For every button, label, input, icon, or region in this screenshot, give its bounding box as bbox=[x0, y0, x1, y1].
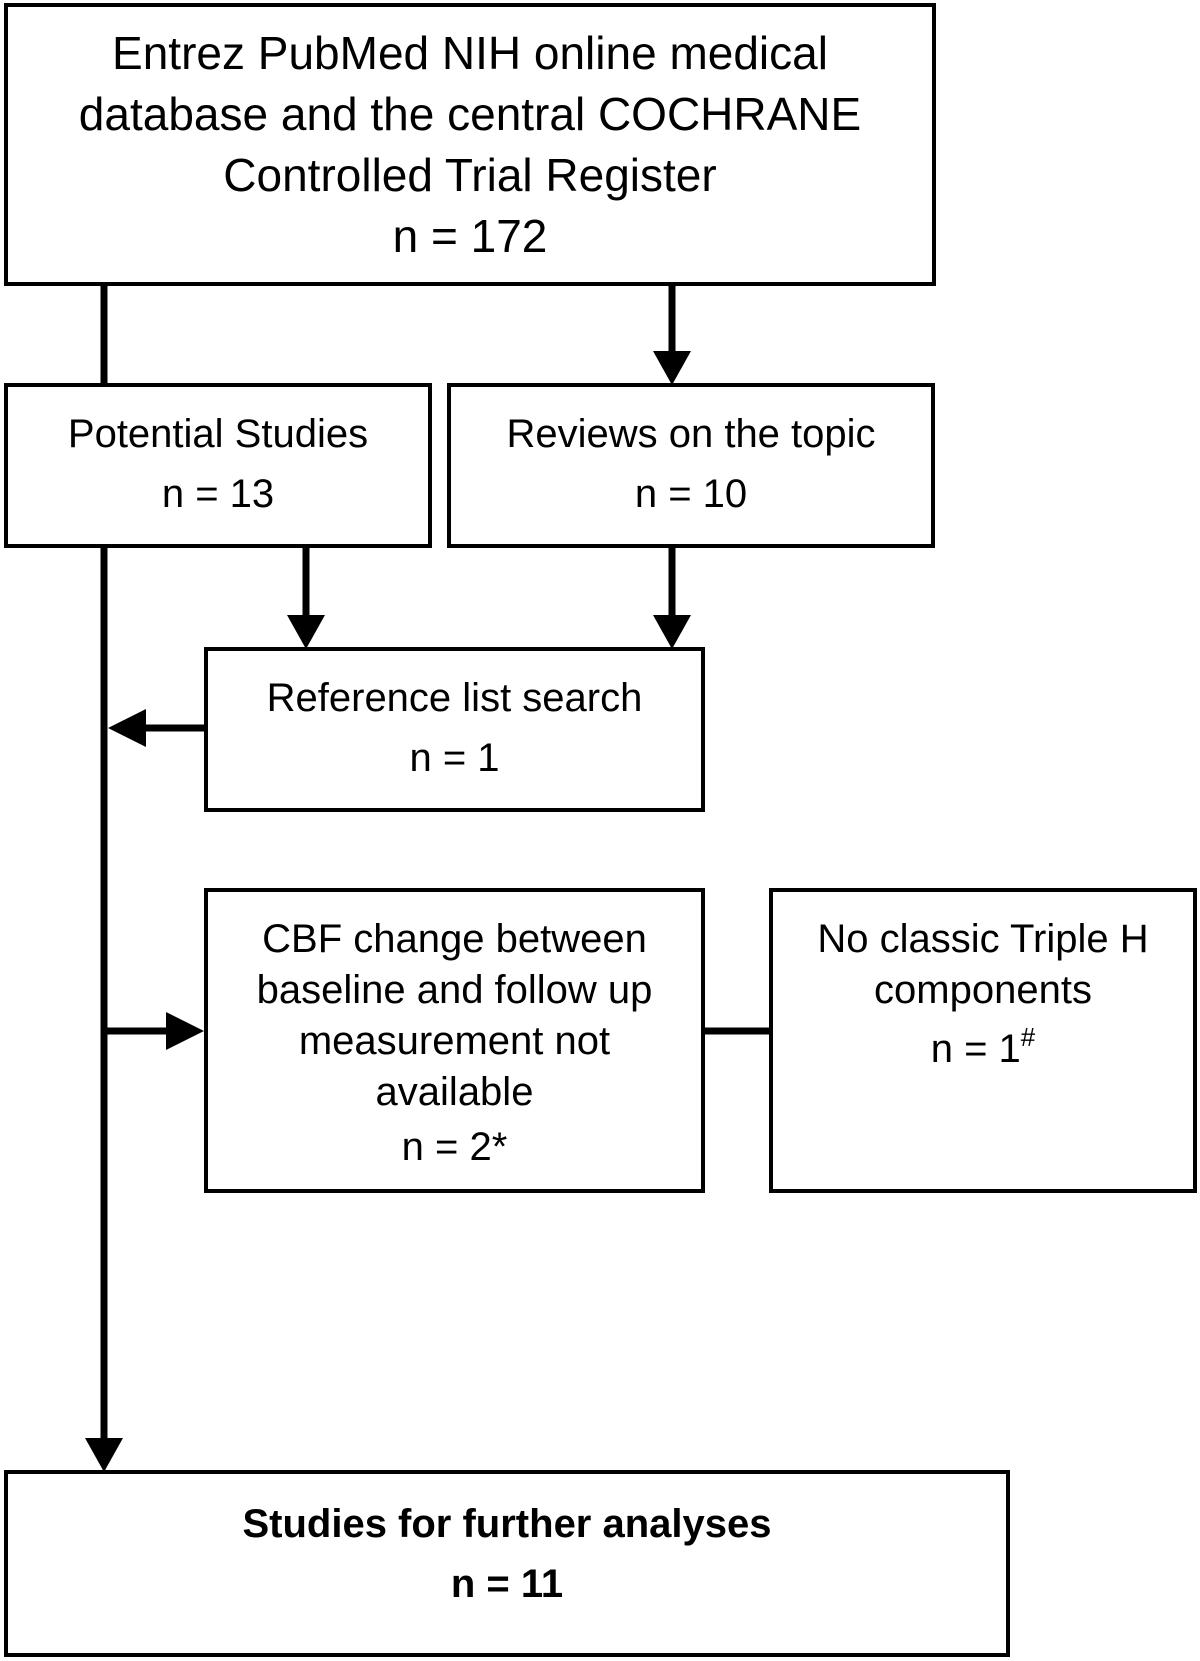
potential-studies-label: Potential Studies bbox=[67, 412, 369, 456]
triple-h-excluded-box: No classic Triple H components n = 1# bbox=[769, 888, 1197, 1193]
potential-studies-box: Potential Studies n = 13 bbox=[4, 383, 432, 548]
final-studies-label: Studies for further analyses bbox=[242, 1502, 772, 1546]
arrowhead-left bbox=[108, 709, 146, 747]
triple-h-count-value: n = 1 bbox=[930, 1027, 1021, 1071]
cbf-excluded-line: CBF change between bbox=[262, 917, 647, 961]
cbf-excluded-box: CBF change between baseline and follow u… bbox=[204, 888, 705, 1193]
triple-h-excluded-count: n = 1# bbox=[930, 1022, 1036, 1079]
reference-search-box: Reference list search n = 1 bbox=[204, 647, 705, 812]
search-source-box: Entrez PubMed NIH online medical databas… bbox=[4, 3, 936, 286]
final-studies-count: n = 11 bbox=[450, 1562, 564, 1606]
arrowhead-down bbox=[287, 615, 325, 649]
arrowhead-right bbox=[166, 1012, 204, 1050]
arrowhead-down bbox=[653, 351, 691, 385]
final-studies-box: Studies for further analyses n = 11 bbox=[4, 1470, 1010, 1657]
triple-h-excluded-line: No classic Triple H bbox=[817, 917, 1149, 961]
reference-search-label: Reference list search bbox=[266, 676, 643, 720]
arrowhead-down bbox=[653, 615, 691, 649]
triple-h-count-superscript: # bbox=[1020, 1022, 1036, 1052]
potential-studies-count: n = 13 bbox=[161, 472, 275, 516]
search-source-line: Controlled Trial Register bbox=[223, 148, 717, 201]
cbf-excluded-count: n = 2* bbox=[401, 1125, 508, 1169]
reference-search-count: n = 1 bbox=[409, 736, 500, 780]
cbf-excluded-line: available bbox=[375, 1070, 534, 1114]
search-source-line: Entrez PubMed NIH online medical bbox=[112, 26, 828, 79]
search-source-line: database and the central COCHRANE bbox=[78, 87, 862, 140]
cbf-excluded-line: measurement not bbox=[298, 1019, 611, 1063]
cbf-excluded-line: baseline and follow up bbox=[256, 968, 653, 1012]
triple-h-excluded-line: components bbox=[874, 968, 1092, 1012]
arrowhead-down bbox=[85, 1438, 123, 1472]
reviews-count: n = 10 bbox=[634, 472, 748, 516]
reviews-box: Reviews on the topic n = 10 bbox=[447, 383, 935, 548]
search-source-count: n = 172 bbox=[392, 209, 548, 262]
reviews-label: Reviews on the topic bbox=[506, 412, 876, 456]
